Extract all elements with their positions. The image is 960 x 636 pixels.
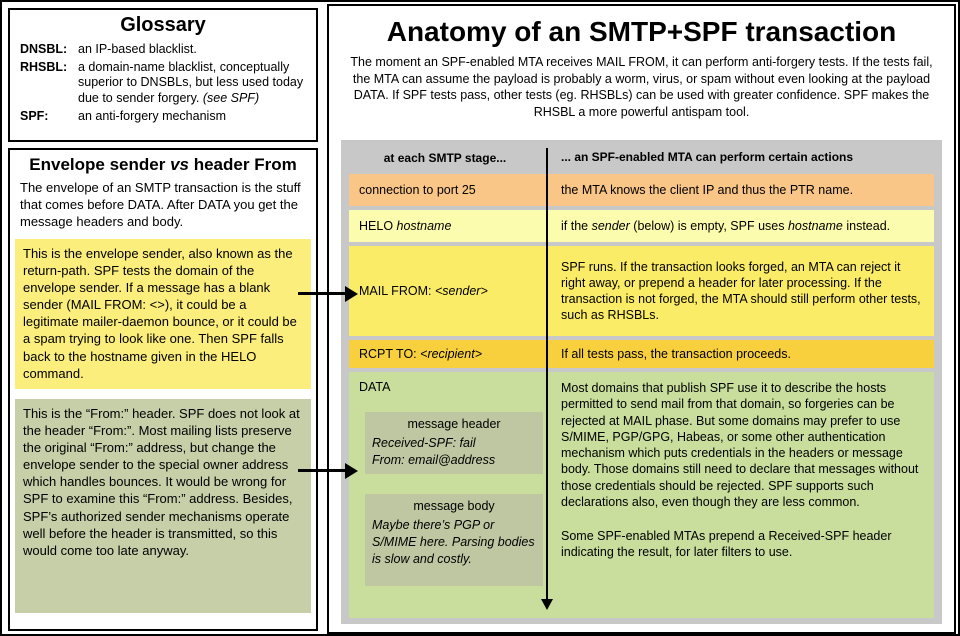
row-helo: HELO hostname if the sender (below) is e… — [349, 210, 934, 242]
arrow-right-head-icon — [345, 463, 358, 479]
glossary-def-dnsbl: an IP-based blacklist. — [78, 42, 197, 56]
arrow-down-head-icon — [541, 599, 553, 610]
stage-connection: connection to port 25 — [359, 183, 476, 197]
message-body-label: message body — [413, 498, 495, 513]
glossary-item-rhsbl: RHSBL: a domain-name blacklist, conceptua… — [20, 60, 308, 107]
stage-data: DATA message header Received-SPF: fail F… — [349, 372, 547, 618]
arrow-shaft — [298, 469, 345, 472]
action-rcpt-to: If all tests pass, the transaction proce… — [561, 346, 791, 361]
glossary-term-spf: SPF: — [20, 108, 49, 123]
panel-intro: The moment an SPF-enabled MTA receives M… — [350, 55, 933, 119]
message-body-text: Maybe there’s PGP or S/MIME here. Parsin… — [372, 517, 535, 566]
action-helo-text: if the sender (below) is empty, SPF uses… — [561, 218, 891, 233]
main-panel: Anatomy of an SMTP+SPF transaction The m… — [327, 4, 956, 634]
action-data-paragraph-2: Some SPF-enabled MTAs prepend a Received… — [561, 529, 892, 560]
action-helo: if the sender (below) is empty, SPF uses… — [547, 210, 934, 242]
envelope-sender-pointer-arrow — [298, 286, 360, 302]
glossary-def-spf: an anti-forgery mechanism — [78, 108, 226, 123]
stage-rcpt-text: RCPT TO: <recipient> — [359, 347, 482, 361]
glossary-item-dnsbl: DNSBL: an IP-based blacklist. — [20, 42, 308, 58]
arrow-right-head-icon — [345, 286, 358, 302]
received-spf-line: Received-SPF: fail — [372, 436, 476, 450]
arrow-shaft — [298, 292, 345, 295]
message-body-box: message body Maybe there’s PGP or S/MIME… — [365, 493, 543, 586]
envelope-title-vs: vs — [170, 155, 189, 174]
envelope-title-post: header From — [189, 155, 297, 174]
stage-mail-text: MAIL FROM: <sender> — [359, 284, 488, 298]
header-from-note: This is the “From:” header. SPF does not… — [15, 398, 311, 613]
stage-helo-hostname: hostname — [396, 219, 452, 233]
stage-mail-from: MAIL FROM: <sender> — [349, 246, 547, 336]
message-header-label: message header — [407, 417, 501, 431]
row-mail-from: MAIL FROM: <sender> SPF runs. If the tra… — [349, 246, 934, 336]
envelope-title-pre: Envelope sender — [29, 155, 171, 174]
action-connection: the MTA knows the client IP and thus the… — [561, 182, 854, 197]
from-address-line: From: email@address — [372, 452, 496, 467]
table-header-row: at each SMTP stage... ... an SPF-enabled… — [349, 146, 934, 170]
stage-helo: HELO hostname — [349, 210, 547, 242]
action-data-paragraph-1: Most domains that publish SPF use it to … — [561, 381, 919, 509]
transaction-flow-arrow — [541, 148, 553, 610]
stage-mail-sender: <sender> — [434, 284, 488, 298]
table-header-stage: at each SMTP stage... — [383, 151, 507, 165]
envelope-box: Envelope sender vs header From The envel… — [8, 148, 318, 631]
glossary-title: Glossary — [120, 14, 206, 36]
envelope-intro: The envelope of an SMTP transaction is t… — [20, 180, 301, 229]
row-data: DATA message header Received-SPF: fail F… — [349, 372, 934, 618]
glossary-term-rhsbl: RHSBL: — [20, 59, 68, 74]
glossary-def-rhsbl: a domain-name blacklist, conceptually su… — [78, 59, 304, 105]
envelope-title: Envelope sender vs header From — [10, 155, 316, 175]
data-label: DATA — [359, 380, 391, 394]
table-header-action: ... an SPF-enabled MTA can perform certa… — [561, 150, 854, 165]
smtp-stage-table: at each SMTP stage... ... an SPF-enabled… — [341, 140, 942, 624]
message-header-box: message header Received-SPF: fail From: … — [365, 412, 543, 474]
glossary-item-spf: SPF: an anti-forgery mechanism — [20, 109, 308, 125]
stage-rcpt-to: RCPT TO: <recipient> — [349, 340, 547, 368]
row-rcpt-to: RCPT TO: <recipient> If all tests pass, … — [349, 340, 934, 368]
action-data: Most domains that publish SPF use it to … — [547, 372, 934, 618]
glossary-note-rhsbl: (see SPF) — [202, 90, 260, 105]
action-mail-from: SPF runs. If the transaction looks forge… — [561, 259, 921, 323]
panel-title: Anatomy of an SMTP+SPF transaction — [386, 16, 897, 47]
envelope-sender-note: This is the envelope sender, also known … — [15, 238, 311, 389]
stage-rcpt-recipient: <recipient> — [420, 347, 482, 361]
stage-helo-text: HELO hostname — [359, 219, 452, 233]
glossary-term-dnsbl: DNSBL: — [20, 42, 68, 56]
row-connection: connection to port 25 the MTA knows the … — [349, 174, 934, 206]
header-from-pointer-arrow — [298, 463, 360, 479]
glossary-box: Glossary DNSBL: an IP-based blacklist. RH… — [8, 8, 318, 142]
